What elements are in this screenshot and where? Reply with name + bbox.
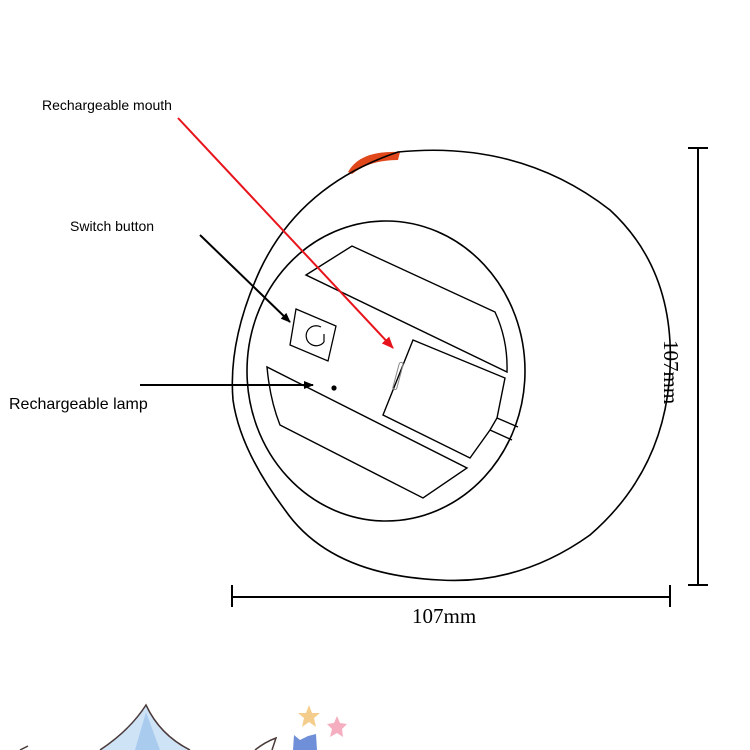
charge-lamp-dot bbox=[331, 385, 337, 391]
height-dimension-label: 107mm bbox=[659, 340, 683, 405]
switch-pointer-arrow bbox=[199, 234, 291, 323]
decorative-tent-illustration bbox=[19, 703, 278, 750]
door-latch bbox=[392, 361, 404, 391]
mouth-pointer-arrow bbox=[177, 117, 394, 349]
width-dimension-label: 107mm bbox=[412, 604, 477, 628]
blue-character-icon bbox=[293, 734, 317, 750]
label-rechargeable-mouth: Rechargeable mouth bbox=[42, 97, 172, 113]
upper-slot bbox=[304, 245, 508, 374]
width-dimension-line bbox=[231, 585, 671, 607]
power-switch-icon bbox=[289, 308, 337, 362]
star-pink-icon bbox=[327, 716, 347, 737]
battery-door bbox=[382, 339, 506, 459]
label-switch-button: Switch button bbox=[70, 218, 155, 234]
lower-slot bbox=[266, 365, 469, 499]
outer-body-outline bbox=[231, 149, 672, 582]
label-rechargeable-lamp: Rechargeable lamp bbox=[9, 396, 148, 413]
star-yellow-icon bbox=[298, 705, 320, 727]
inner-ring bbox=[246, 220, 526, 522]
orange-bump bbox=[348, 151, 400, 174]
height-dimension-line bbox=[688, 147, 708, 586]
